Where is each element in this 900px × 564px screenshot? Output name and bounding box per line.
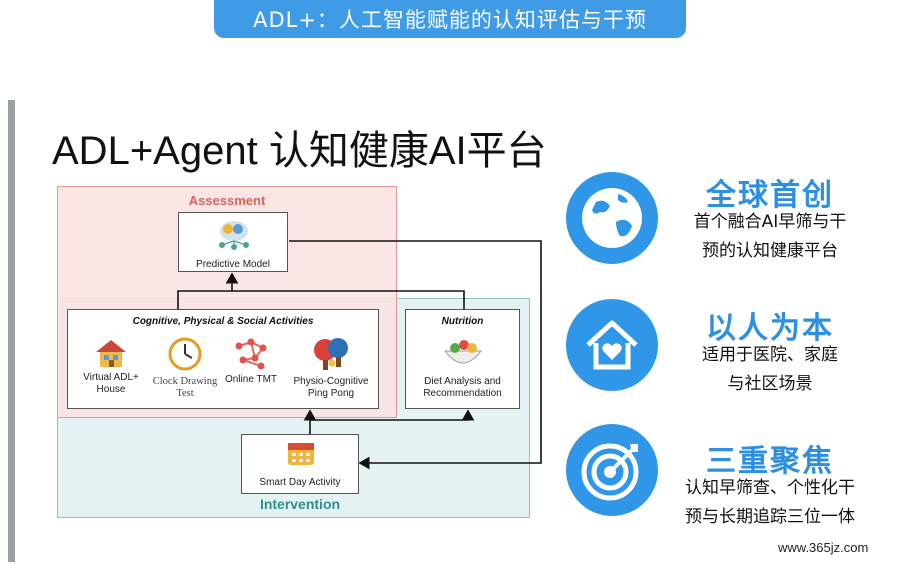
activity-clock-drawing: Clock Drawing Test bbox=[140, 336, 230, 400]
activities-title: Cognitive, Physical & Social Activities bbox=[132, 316, 314, 327]
activity-label: Physio-Cognitive bbox=[293, 376, 369, 387]
activity-label: Ping Pong bbox=[307, 387, 355, 399]
feature-desc: 适用于医院、家庭 bbox=[702, 345, 838, 365]
nutrition-label: Recommendation bbox=[423, 388, 502, 399]
feature-icon-target bbox=[566, 424, 658, 516]
smart-day-label: Smart Day Activity bbox=[259, 477, 341, 488]
salad-bowl-icon bbox=[443, 340, 483, 364]
feature-icon-home bbox=[566, 299, 658, 391]
assessment-label: Assessment bbox=[188, 193, 266, 208]
watermark: www.365jz.com bbox=[778, 540, 869, 555]
smart-day-node: Smart Day Activity bbox=[241, 434, 359, 494]
feature-desc: 与社区场景 bbox=[727, 374, 813, 394]
activity-label: House bbox=[96, 383, 126, 395]
nutrition-label: Diet Analysis and bbox=[424, 376, 501, 387]
activities-node: Cognitive, Physical & Social Activities … bbox=[67, 309, 379, 409]
target-icon bbox=[581, 443, 639, 501]
nutrition-node: Nutrition Diet Analysis and Recommendati… bbox=[405, 309, 520, 409]
feature-icon-globe bbox=[566, 172, 658, 264]
feature-desc: 认知早筛查、个性化干 bbox=[685, 478, 855, 498]
predictive-model-node: Predictive Model bbox=[178, 212, 288, 272]
clock-icon bbox=[168, 337, 202, 371]
feature-desc: 首个融合AI早筛与干 bbox=[693, 212, 847, 232]
page-title: ADL+Agent 认知健康AI平台 bbox=[52, 129, 547, 173]
activity-label: Test bbox=[176, 388, 194, 400]
feature-title: 三重聚焦 bbox=[706, 444, 834, 479]
ping-pong-icon bbox=[314, 338, 348, 370]
activity-online-tmt: Online TMT bbox=[206, 338, 296, 386]
calendar-icon bbox=[288, 443, 314, 465]
nutrition-title: Nutrition bbox=[441, 316, 484, 327]
activity-ping-pong: Physio-Cognitive Ping Pong bbox=[286, 336, 376, 399]
activity-label: Clock Drawing bbox=[152, 376, 218, 387]
feature-desc: 预的认知健康平台 bbox=[702, 241, 838, 261]
intervention-label: Intervention bbox=[259, 496, 341, 512]
feature-title: 以人为本 bbox=[706, 311, 834, 346]
feature-desc: 预与长期追踪三位一体 bbox=[685, 507, 855, 527]
activity-label: Online TMT bbox=[224, 374, 278, 385]
predictive-model-label: Predictive Model bbox=[196, 259, 270, 270]
feature-title: 全球首创 bbox=[706, 178, 834, 213]
brain-cloud-icon bbox=[219, 221, 249, 250]
house-icon bbox=[96, 340, 126, 367]
network-icon bbox=[235, 338, 267, 370]
activity-label: Virtual ADL+ bbox=[83, 372, 139, 383]
activity-virtual-house: Virtual ADL+ House bbox=[66, 338, 156, 395]
globe-icon bbox=[582, 188, 642, 248]
home-heart-icon bbox=[586, 320, 638, 370]
left-accent-bar bbox=[8, 100, 15, 562]
top-banner: ADL+：人工智能赋能的认知评估与干预 bbox=[214, 0, 686, 38]
